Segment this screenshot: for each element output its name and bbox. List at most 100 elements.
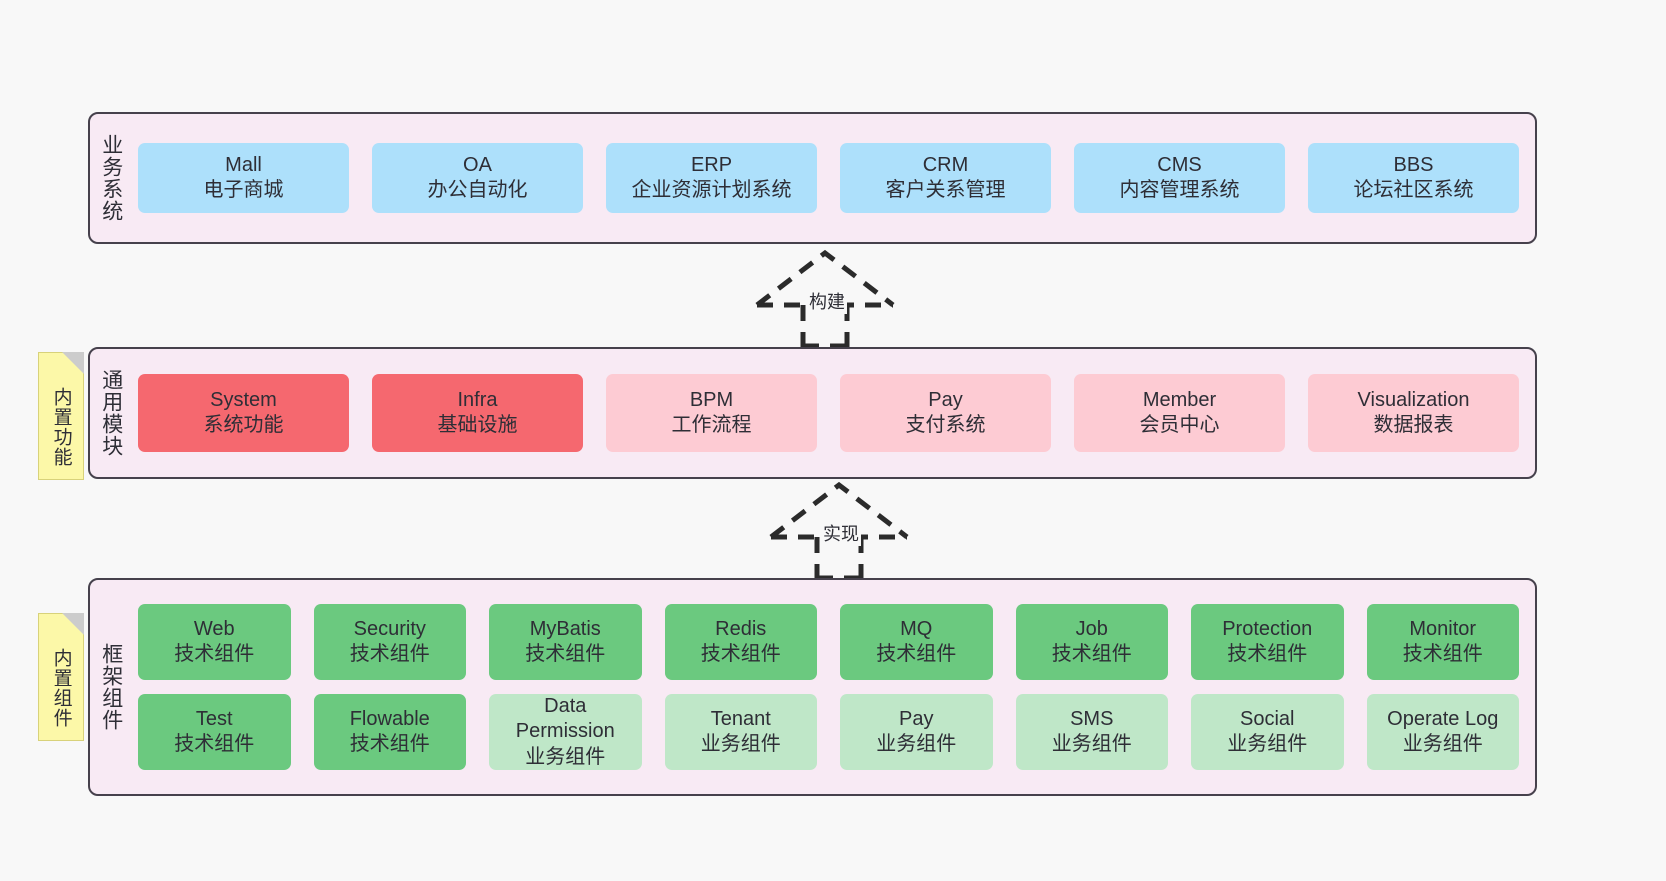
card-row-business: Test 技术组件 Flowable 技术组件 Data Permission … — [138, 694, 1519, 770]
dashed-hollow-arrow-up-icon — [755, 249, 895, 349]
note-text: 内置组件 — [50, 648, 72, 728]
card-title-en: Test — [195, 707, 233, 730]
card-bbs[interactable]: BBS 论坛社区系统 — [1308, 143, 1519, 213]
note-builtin-features: 内置功能 — [38, 352, 84, 480]
card-title-cn: 系统功能 — [203, 414, 284, 436]
card-redis[interactable]: Redis 技术组件 — [664, 604, 817, 680]
card-title-cn: 业务组件 — [1051, 733, 1132, 755]
card-protection[interactable]: Protection 技术组件 — [1191, 604, 1344, 680]
card-tenant[interactable]: Tenant 业务组件 — [664, 694, 817, 770]
card-operate-log[interactable]: Operate Log 业务组件 — [1366, 694, 1519, 770]
card-mall[interactable]: Mall 电子商城 — [138, 143, 349, 213]
card-social[interactable]: Social 业务组件 — [1191, 694, 1344, 770]
layer-body-business-system: Mall 电子商城 OA 办公自动化 ERP 企业资源计划系统 CRM 客户关系… — [132, 114, 1535, 242]
card-title-cn: 业务组件 — [1402, 733, 1483, 755]
card-bpm[interactable]: BPM 工作流程 — [606, 374, 817, 452]
card-title-cn: 技术组件 — [1227, 643, 1308, 665]
card-title-en: ERP — [690, 153, 733, 176]
card-title-cn: 企业资源计划系统 — [631, 179, 792, 201]
card-title-en: Protection — [1222, 617, 1313, 640]
card-title-en: MyBatis — [529, 617, 601, 640]
card-title-en: OA — [463, 153, 492, 176]
card-title-cn: 内容管理系统 — [1119, 179, 1240, 201]
card-title-cn: 业务组件 — [525, 745, 606, 768]
note-builtin-components: 内置组件 — [38, 613, 84, 741]
card-title-en: Job — [1075, 617, 1108, 640]
card-title-cn: 技术组件 — [174, 733, 255, 755]
card-title-en: Redis — [715, 617, 767, 640]
card-title-cn: 电子商城 — [203, 179, 284, 201]
card-mybatis[interactable]: MyBatis 技术组件 — [489, 604, 642, 680]
card-title-en: Member — [1142, 388, 1217, 411]
card-title-cn: 业务组件 — [700, 733, 781, 755]
card-title-en: Flowable — [349, 707, 430, 730]
card-title-en: Pay — [928, 388, 963, 411]
card-pay[interactable]: Pay 支付系统 — [840, 374, 1051, 452]
layer-title-common-module: 通用模块 — [99, 369, 123, 457]
card-title-cn: 技术组件 — [349, 733, 430, 755]
card-mq[interactable]: MQ 技术组件 — [840, 604, 993, 680]
card-title-cn: 会员中心 — [1139, 414, 1220, 436]
layer-title-framework-component: 框架组件 — [99, 643, 123, 731]
card-flowable[interactable]: Flowable 技术组件 — [313, 694, 466, 770]
card-title-en: MQ — [900, 617, 933, 640]
connector-label-implement: 实现 — [821, 520, 861, 546]
card-title-cn: 技术组件 — [349, 643, 430, 665]
layer-title-business-system: 业务系统 — [99, 134, 123, 222]
connector-implement: 实现 — [769, 481, 951, 581]
card-sms[interactable]: SMS 业务组件 — [1015, 694, 1168, 770]
card-title-en: BBS — [1393, 153, 1434, 176]
card-system[interactable]: System 系统功能 — [138, 374, 349, 452]
card-title-en: Social — [1240, 707, 1295, 730]
card-security[interactable]: Security 技术组件 — [313, 604, 466, 680]
layer-business-system: 业务系统 Mall 电子商城 OA 办公自动化 ERP 企业资源计划系统 CRM… — [88, 112, 1537, 244]
card-visualization[interactable]: Visualization 数据报表 — [1308, 374, 1519, 452]
card-title-en: System — [210, 388, 277, 411]
card-title-cn: 技术组件 — [174, 643, 255, 665]
card-row-tech: Web 技术组件 Security 技术组件 MyBatis 技术组件 Redi… — [138, 604, 1519, 680]
card-job[interactable]: Job 技术组件 — [1015, 604, 1168, 680]
card-title-cn: 业务组件 — [876, 733, 957, 755]
card-title-en: Pay — [899, 707, 934, 730]
card-test[interactable]: Test 技术组件 — [138, 694, 291, 770]
card-title-en: BPM — [689, 388, 734, 411]
card-erp[interactable]: ERP 企业资源计划系统 — [606, 143, 817, 213]
card-title-en: Visualization — [1357, 388, 1470, 411]
connector-label-build: 构建 — [807, 288, 847, 314]
card-title-cn: 数据报表 — [1373, 414, 1454, 436]
card-title-cn: 办公自动化 — [427, 179, 528, 201]
card-title-en: Tenant — [710, 707, 771, 730]
dashed-hollow-arrow-up-icon — [769, 481, 909, 581]
card-title-cn: 客户关系管理 — [885, 179, 1006, 201]
card-infra[interactable]: Infra 基础设施 — [372, 374, 583, 452]
card-title-cn: 支付系统 — [905, 414, 986, 436]
layer-body-framework-component: Web 技术组件 Security 技术组件 MyBatis 技术组件 Redi… — [132, 580, 1535, 794]
layer-framework-component: 框架组件 Web 技术组件 Security 技术组件 MyBatis 技术组件… — [88, 578, 1537, 796]
card-cms[interactable]: CMS 内容管理系统 — [1074, 143, 1285, 213]
card-row: System 系统功能 Infra 基础设施 BPM 工作流程 Pay 支付系统… — [138, 374, 1519, 452]
card-title-en: Data Permission — [515, 695, 615, 743]
card-title-en: Operate Log — [1387, 707, 1499, 730]
note-text: 内置功能 — [50, 387, 72, 467]
card-web[interactable]: Web 技术组件 — [138, 604, 291, 680]
card-title-cn: 技术组件 — [876, 643, 957, 665]
card-data-permission[interactable]: Data Permission 业务组件 — [489, 694, 642, 770]
card-title-en: SMS — [1070, 707, 1114, 730]
card-crm[interactable]: CRM 客户关系管理 — [840, 143, 1051, 213]
card-title-en: Web — [193, 617, 235, 640]
card-title-cn: 基础设施 — [437, 414, 518, 436]
card-title-cn: 技术组件 — [700, 643, 781, 665]
card-title-en: Security — [353, 617, 426, 640]
card-member[interactable]: Member 会员中心 — [1074, 374, 1285, 452]
card-title-en: Monitor — [1409, 617, 1477, 640]
card-monitor[interactable]: Monitor 技术组件 — [1366, 604, 1519, 680]
card-title-en: Mall — [225, 153, 262, 176]
card-row: Mall 电子商城 OA 办公自动化 ERP 企业资源计划系统 CRM 客户关系… — [138, 143, 1519, 213]
card-oa[interactable]: OA 办公自动化 — [372, 143, 583, 213]
layer-common-module: 通用模块 System 系统功能 Infra 基础设施 BPM 工作流程 Pay… — [88, 347, 1537, 479]
card-pay-business[interactable]: Pay 业务组件 — [840, 694, 993, 770]
connector-build: 构建 — [755, 249, 937, 349]
card-title-cn: 业务组件 — [1227, 733, 1308, 755]
layer-body-common-module: System 系统功能 Infra 基础设施 BPM 工作流程 Pay 支付系统… — [132, 349, 1535, 477]
